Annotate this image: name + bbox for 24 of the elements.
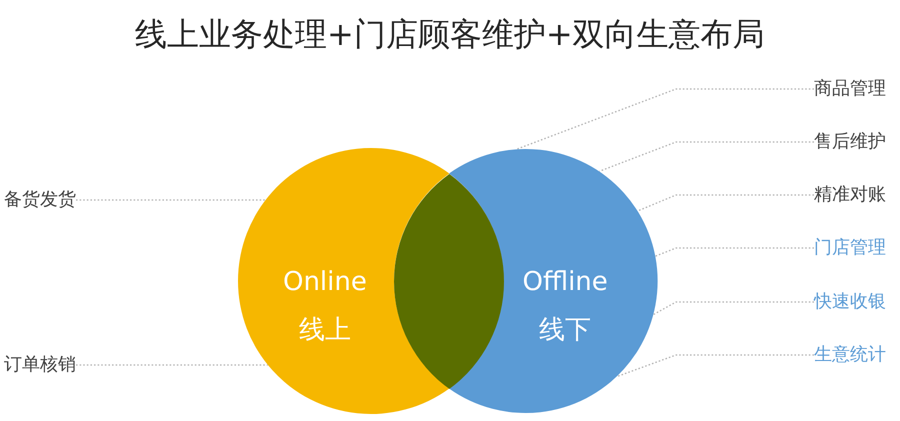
leader-line [616, 354, 814, 378]
leader-line [638, 194, 814, 212]
feature-label: 门店管理 [814, 236, 886, 260]
leader-line [599, 141, 814, 172]
circle-title: Online [282, 266, 367, 298]
circle-subtitle: 线上 [298, 314, 351, 346]
title: 线上业务处理+门店顾客维护+双向生意布局 [135, 14, 765, 55]
overlap-region [394, 174, 504, 388]
feature-label: 生意统计 [814, 343, 886, 367]
leader-line [655, 247, 814, 257]
leader-line [76, 364, 268, 366]
leader-line [653, 301, 814, 315]
crescent-region [449, 149, 658, 413]
feature-label: 快速收银 [814, 290, 886, 314]
circle-title: Offline [522, 266, 608, 298]
feature-label: 精准对账 [814, 183, 886, 207]
leader-line [516, 88, 814, 150]
feature-label: 商品管理 [814, 77, 886, 101]
feature-label: 备货发货 [4, 188, 76, 212]
feature-label: 售后维护 [814, 130, 886, 154]
crescent-region [238, 148, 450, 414]
feature-label: 订单核销 [4, 353, 76, 377]
circle-subtitle: 线下 [538, 314, 591, 346]
leader-line [76, 199, 266, 201]
